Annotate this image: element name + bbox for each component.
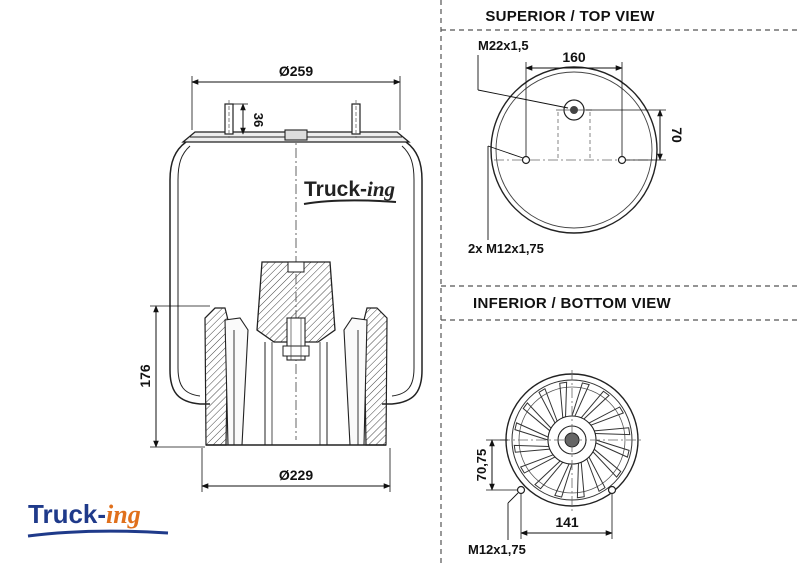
hole-spacing-label: 141 xyxy=(555,514,579,530)
bottom-rib xyxy=(580,390,610,420)
bottom-rib xyxy=(576,462,585,499)
bottom-rib xyxy=(592,448,622,478)
bottom-view-heading: INFERIOR / BOTTOM VIEW xyxy=(473,295,672,312)
piston-left-wall xyxy=(204,307,229,446)
leader-stud-thread: 2x M12x1,75 xyxy=(468,145,544,256)
dim-bottom-diameter: Ø229 xyxy=(201,448,391,492)
dim-top-offset: 70 xyxy=(586,109,685,161)
dim-stud-height: 36 xyxy=(233,103,266,135)
brand-logo: Truck-ing xyxy=(27,499,169,538)
bottom-ribs xyxy=(513,381,631,499)
bottom-rib xyxy=(554,463,573,498)
stud-height-label: 36 xyxy=(251,113,266,127)
top-plate-circle xyxy=(490,66,658,234)
dim-height: 176 xyxy=(137,305,210,448)
center-thread-label: M22x1,5 xyxy=(478,38,529,53)
bottom-rib xyxy=(559,381,568,418)
bottom-hole-right xyxy=(607,485,617,495)
bottom-rib xyxy=(519,454,556,474)
piston-core xyxy=(256,261,336,343)
bottom-thread-label: M12x1,75 xyxy=(468,542,526,557)
bottom-view: INFERIOR / BOTTOM VIEW 70,75 141 M12x1 xyxy=(468,295,672,557)
top-view: SUPERIOR / TOP VIEW 160 70 M22x1, xyxy=(468,8,685,256)
leader-center-thread: M22x1,5 xyxy=(477,38,569,109)
bottom-rib xyxy=(586,456,606,493)
piston-right-wall xyxy=(363,307,388,446)
bottom-rib xyxy=(571,382,590,417)
bottom-rib xyxy=(594,427,631,436)
stud-spacing-label: 160 xyxy=(562,49,586,65)
side-view: Ø259 36 176 Ø229 Truck-ing xyxy=(137,63,423,492)
bottom-rib xyxy=(514,422,549,441)
bottom-rib xyxy=(522,402,552,432)
dim-bottom-offset: 70,75 xyxy=(474,439,517,491)
bellow-outer xyxy=(169,141,210,405)
bottom-offset-label: 70,75 xyxy=(474,449,489,482)
dim-hole-spacing: 141 xyxy=(520,494,613,539)
dim-top-diameter: Ø259 xyxy=(191,63,401,130)
height-label: 176 xyxy=(137,364,153,388)
dim-stud-spacing: 160 xyxy=(525,49,623,156)
leader-bottom-thread: M12x1,75 xyxy=(468,492,526,557)
bottom-rib xyxy=(588,406,625,426)
svg-text:Truck-ing: Truck-ing xyxy=(28,499,141,529)
top-stud-left xyxy=(521,155,531,165)
bottom-diameter-label: Ø229 xyxy=(279,467,313,483)
top-stud-right xyxy=(617,155,627,165)
center-nut xyxy=(284,129,308,141)
panel-dividers xyxy=(440,0,800,565)
side-watermark: Truck-ing xyxy=(303,177,397,205)
bottom-rib xyxy=(513,444,550,453)
top-diameter-label: Ø259 xyxy=(279,63,313,79)
bottom-rib xyxy=(595,439,630,458)
bottom-hole-left xyxy=(516,485,526,495)
svg-text:Truck-ing: Truck-ing xyxy=(304,177,395,201)
top-view-heading: SUPERIOR / TOP VIEW xyxy=(485,8,655,25)
stud-thread-label: 2x M12x1,75 xyxy=(468,241,544,256)
top-offset-label: 70 xyxy=(669,127,685,143)
bottom-rib xyxy=(534,460,564,490)
bottom-rib xyxy=(538,387,558,424)
